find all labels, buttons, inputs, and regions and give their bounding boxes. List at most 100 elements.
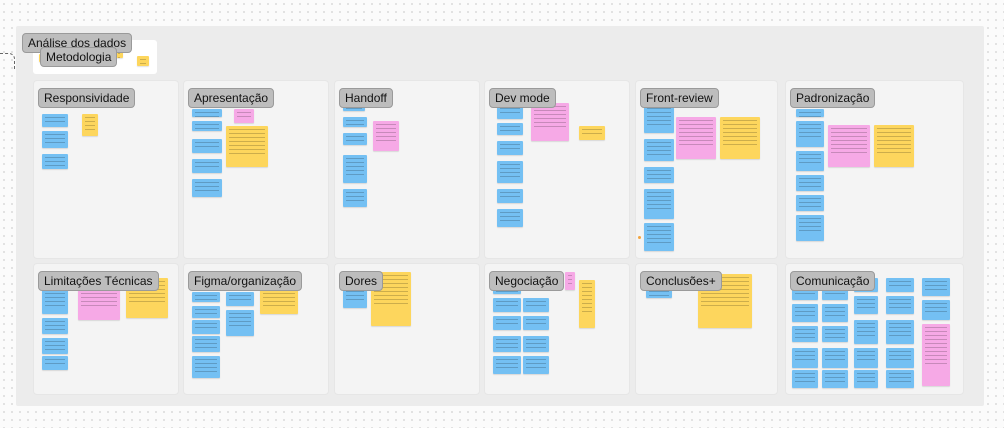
section-apresentacao[interactable]: [183, 80, 329, 259]
sticky-note[interactable]: [886, 278, 914, 292]
sticky-note[interactable]: [579, 126, 605, 140]
sticky-note[interactable]: [192, 292, 220, 302]
sticky-note[interactable]: [497, 105, 523, 119]
sticky-note[interactable]: [523, 356, 549, 374]
sticky-note[interactable]: [922, 300, 950, 320]
sticky-note[interactable]: [192, 121, 222, 131]
sticky-note[interactable]: [886, 296, 914, 314]
sticky-note[interactable]: [854, 320, 878, 344]
sticky-note[interactable]: [796, 109, 824, 117]
section-dev-mode[interactable]: [484, 80, 630, 259]
section-title-negociacao[interactable]: Negociação: [489, 271, 565, 291]
sticky-note[interactable]: [192, 179, 222, 197]
section-title-comunicacao[interactable]: Comunicação: [790, 271, 876, 291]
sticky-note[interactable]: [646, 288, 672, 298]
sticky-note[interactable]: [523, 316, 549, 330]
sticky-note[interactable]: [922, 278, 950, 296]
sticky-note[interactable]: [579, 280, 595, 328]
sticky-note[interactable]: [192, 336, 220, 352]
section-title-limitacoes-tecnicas[interactable]: Limitações Técnicas: [38, 271, 159, 291]
sticky-note[interactable]: [42, 338, 68, 354]
sticky-note[interactable]: [828, 125, 870, 167]
connector-line[interactable]: [0, 53, 15, 70]
sticky-note[interactable]: [822, 304, 848, 322]
sticky-note[interactable]: [854, 370, 878, 388]
sticky-note[interactable]: [796, 215, 824, 241]
section-dores[interactable]: [334, 263, 480, 395]
sticky-note[interactable]: [874, 125, 914, 167]
sticky-note[interactable]: [886, 370, 914, 388]
sticky-note[interactable]: [343, 117, 367, 127]
section-title-conclusoes[interactable]: Conclusões+: [640, 271, 722, 291]
sticky-note[interactable]: [192, 306, 220, 318]
sticky-note[interactable]: [192, 159, 222, 173]
sticky-note[interactable]: [644, 139, 674, 161]
section-title-padronizacao[interactable]: Padronização: [790, 88, 876, 108]
sticky-note[interactable]: [82, 114, 98, 136]
sticky-note[interactable]: [226, 292, 254, 306]
sticky-note[interactable]: [343, 133, 367, 145]
sticky-note[interactable]: [644, 167, 674, 183]
sticky-note[interactable]: [922, 324, 950, 386]
sticky-note[interactable]: [531, 103, 569, 141]
section-padronizacao[interactable]: [785, 80, 964, 259]
sticky-note[interactable]: [192, 139, 222, 153]
sticky-note[interactable]: [192, 356, 220, 378]
sticky-note[interactable]: [371, 272, 411, 326]
sticky-note[interactable]: [796, 195, 824, 211]
sticky-note[interactable]: [497, 141, 523, 155]
sticky-note[interactable]: [343, 189, 367, 207]
sticky-note[interactable]: [226, 310, 254, 336]
sticky-note[interactable]: [497, 161, 523, 183]
sticky-note[interactable]: [792, 370, 818, 388]
sticky-note[interactable]: [644, 223, 674, 251]
sticky-note[interactable]: [343, 288, 367, 308]
sticky-note[interactable]: [234, 109, 254, 123]
metodologia-label[interactable]: Metodologia: [40, 47, 118, 67]
sticky-note[interactable]: [192, 109, 222, 117]
sticky-note[interactable]: [854, 296, 878, 314]
sticky-note[interactable]: [42, 356, 68, 370]
sticky-note[interactable]: [886, 320, 914, 344]
section-handoff[interactable]: [334, 80, 480, 259]
section-title-dev-mode[interactable]: Dev mode: [489, 88, 556, 108]
section-title-responsividade[interactable]: Responsividade: [38, 88, 136, 108]
section-title-handoff[interactable]: Handoff: [339, 88, 393, 108]
sticky-note[interactable]: [42, 131, 68, 148]
sticky-note[interactable]: [497, 189, 523, 203]
sticky-note[interactable]: [493, 336, 521, 352]
sticky-note[interactable]: [565, 272, 575, 290]
sticky-note[interactable]: [854, 348, 878, 368]
section-responsividade[interactable]: [33, 80, 179, 259]
sticky-note[interactable]: [115, 50, 123, 58]
sticky-note[interactable]: [796, 121, 824, 147]
sticky-note[interactable]: [137, 56, 149, 66]
section-title-figma-organizacao[interactable]: Figma/organização: [188, 271, 303, 291]
sticky-note[interactable]: [792, 326, 818, 342]
sticky-note[interactable]: [497, 209, 523, 227]
sticky-note[interactable]: [886, 348, 914, 368]
sticky-note[interactable]: [343, 105, 365, 111]
sticky-note[interactable]: [796, 175, 824, 191]
sticky-note[interactable]: [493, 316, 521, 330]
section-front-review[interactable]: [635, 80, 778, 259]
sticky-note[interactable]: [792, 348, 818, 368]
section-title-apresentacao[interactable]: Apresentação: [188, 88, 275, 108]
sticky-note[interactable]: [497, 123, 523, 135]
section-title-front-review[interactable]: Front-review: [640, 88, 719, 108]
sticky-note[interactable]: [523, 298, 549, 312]
sticky-note[interactable]: [796, 151, 824, 171]
sticky-note[interactable]: [192, 320, 220, 334]
section-title-dores[interactable]: Dores: [339, 271, 384, 291]
sticky-note[interactable]: [523, 336, 549, 352]
sticky-note[interactable]: [42, 318, 68, 334]
sticky-note[interactable]: [822, 370, 848, 388]
sticky-note[interactable]: [644, 189, 674, 219]
sticky-note[interactable]: [822, 348, 848, 368]
sticky-note[interactable]: [493, 356, 521, 374]
sticky-note[interactable]: [720, 117, 760, 159]
sticky-note[interactable]: [822, 326, 848, 342]
sticky-note[interactable]: [42, 154, 68, 169]
sticky-note[interactable]: [644, 105, 674, 133]
sticky-note[interactable]: [676, 117, 716, 159]
